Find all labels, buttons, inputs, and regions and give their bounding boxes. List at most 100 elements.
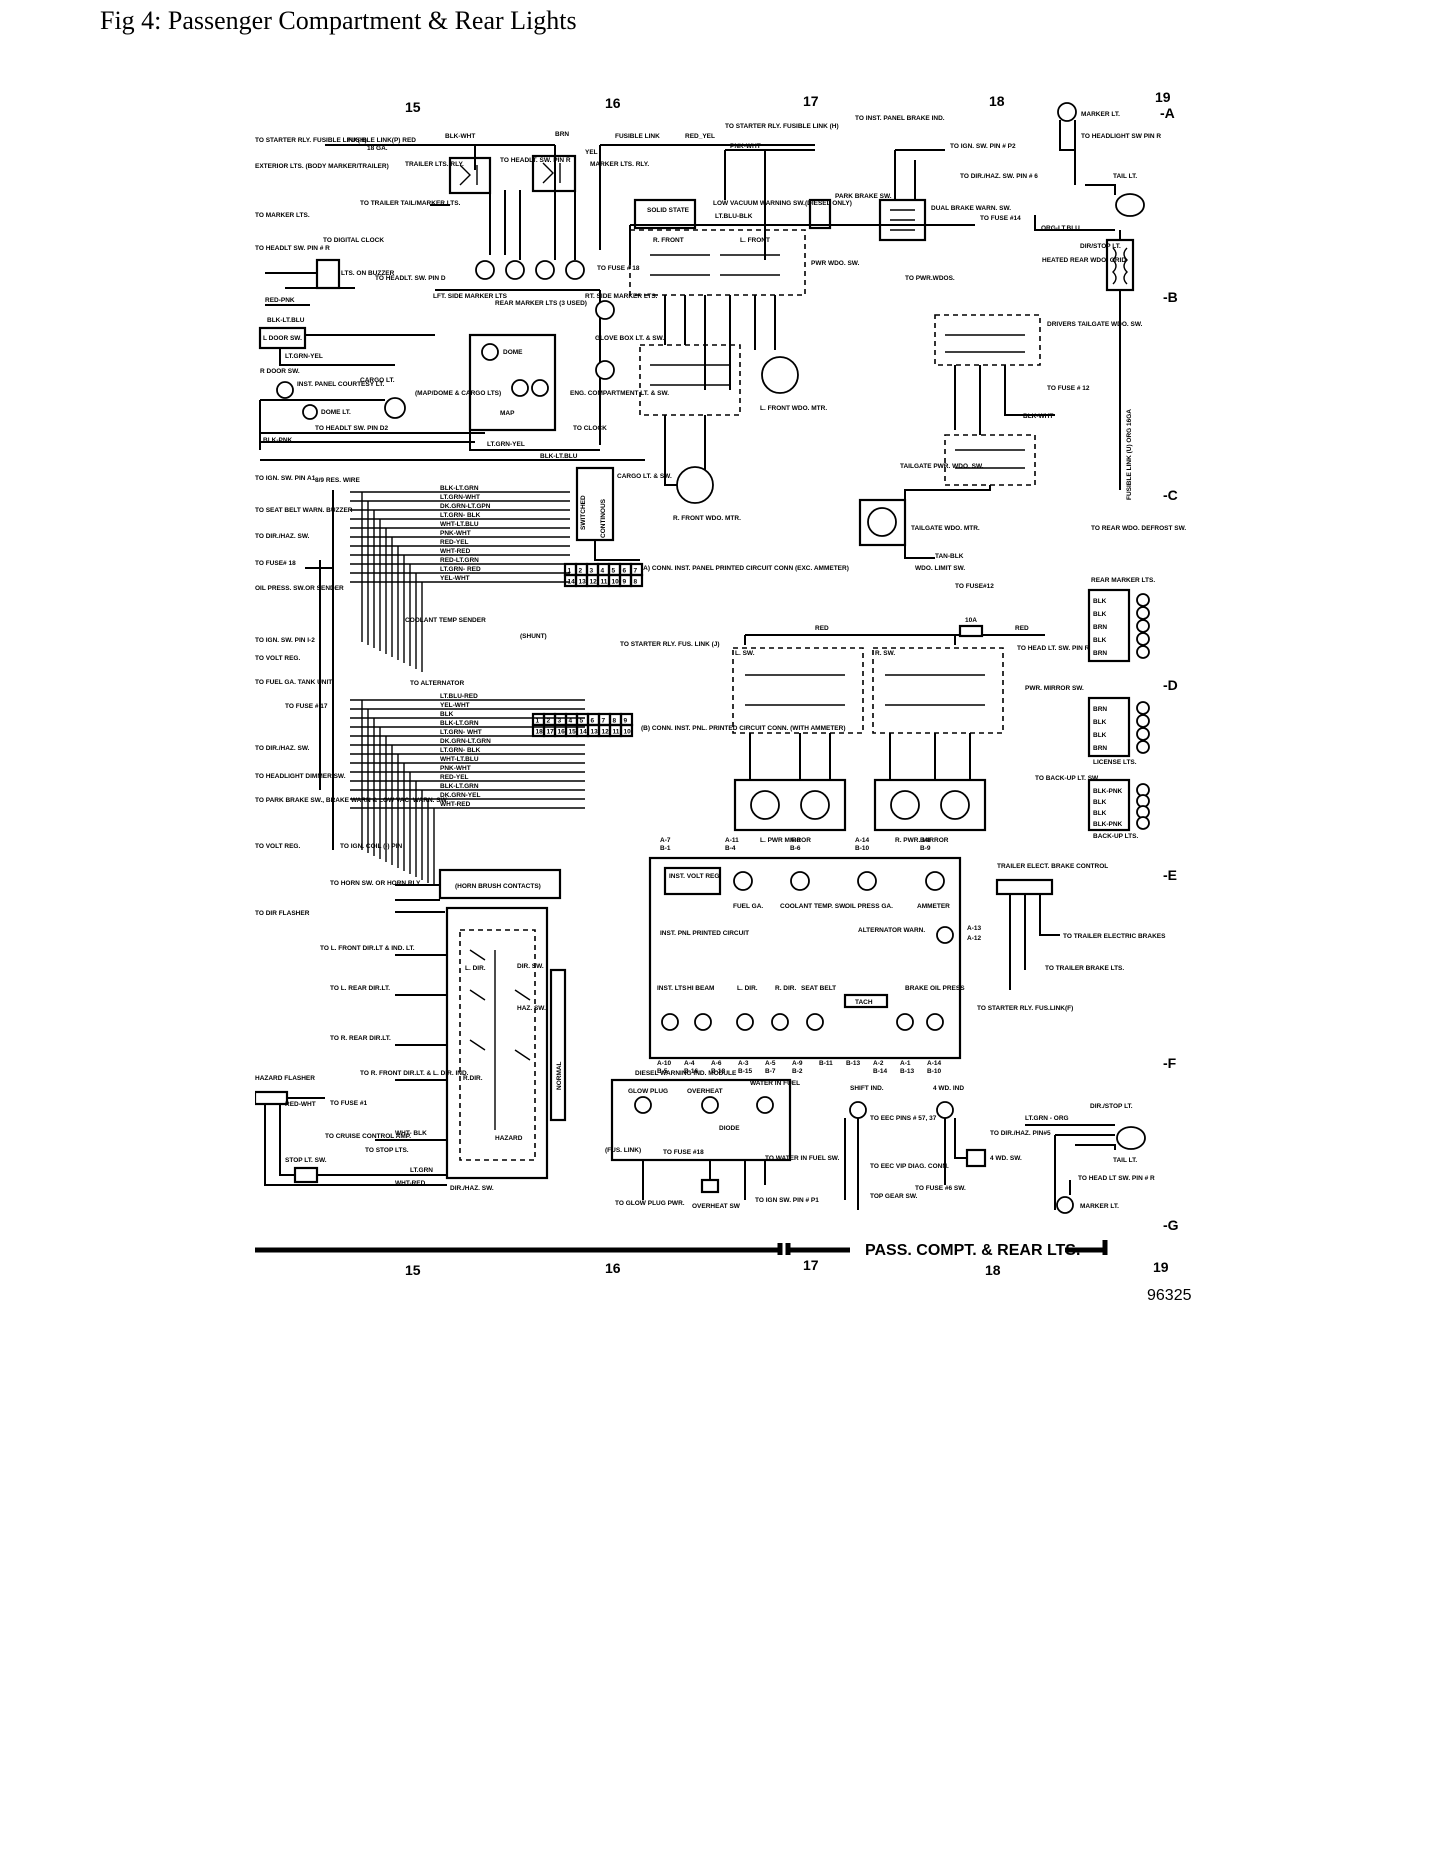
- grid-row-c: -C: [1163, 487, 1178, 503]
- label-to-trailer-elec: TO TRAILER ELECTRIC BRAKES: [1063, 933, 1166, 940]
- gauge-pin-label: B-10: [927, 1068, 941, 1075]
- wire-r-front-mtr: [664, 415, 706, 486]
- label-to-fuse-18c: TO FUSE #18: [663, 1149, 704, 1156]
- gauge-pin-label: B-6: [790, 845, 801, 852]
- label-to-fuse-17: TO FUSE # 17: [285, 703, 328, 710]
- connector-pin-number: 5: [612, 568, 616, 575]
- connector-pin-number: 2: [579, 568, 583, 575]
- label-to-headlt-sw-pin-r: TO HEADLT. SW. PIN R: [500, 157, 571, 164]
- inst-panel-courtesy-lamp: [276, 381, 294, 399]
- inst-volt-reg: [663, 866, 722, 896]
- label-to-headlt-pin-r2: TO HEADLT SW. PIN # R: [255, 245, 330, 252]
- label-to-park-brake: TO PARK BRAKE SW., BRAKE WARN & LOW VAC.…: [255, 797, 448, 804]
- grid-col-17-top: 17: [803, 93, 819, 109]
- gauge-pin-label: A-14: [855, 837, 869, 844]
- 4wd-ind-lamp: [936, 1101, 954, 1119]
- label-to-fuse-18b: TO FUSE# 18: [255, 560, 296, 567]
- glow-plug-lamp: [634, 1096, 652, 1114]
- label-to-cruise-control: TO CRUISE CONTROL AMP.: [325, 1133, 411, 1140]
- connector-pin-number: 3: [558, 718, 562, 725]
- lamp-wire-label: BLK: [1093, 732, 1107, 739]
- label-lt-grn-org: LT.GRN - ORG: [1025, 1115, 1069, 1122]
- wire-mirror-red: [744, 634, 1045, 645]
- footer-title: PASS. COMPT. & REAR LTS.: [865, 1242, 1080, 1259]
- grid-column-numbers: 15 16 17 18 19: [405, 90, 1171, 115]
- lamp-stack-frame: [1087, 696, 1131, 758]
- label-l-dir: L. DIR.: [465, 965, 486, 972]
- connector-pin-number: 4: [569, 718, 573, 725]
- label-blk-pnk: BLK-PNK: [263, 437, 293, 444]
- harness-wire-label: LT.GRN- BLK: [440, 512, 481, 519]
- grid-row-letters: -A -B -C -D -E -F -G: [1160, 105, 1179, 1233]
- label-red-yel: RED_YEL: [685, 133, 715, 140]
- lamp-wire-label: BRN: [1093, 745, 1107, 752]
- label-18ga: 18 GA.: [367, 145, 388, 152]
- label-wht-red: WHT-RED: [395, 1180, 426, 1187]
- label-pnk-wht-top: PNK-WHT: [730, 143, 761, 150]
- label-blk-wht-top: BLK-WHT: [445, 133, 475, 140]
- gauge-pin-label: B-15: [738, 1068, 752, 1075]
- harness-wire-label: WHT-LT.BLU: [440, 521, 479, 528]
- label-4wd-sw: 4 WD. SW.: [990, 1155, 1022, 1162]
- wire-harness-trunk: [305, 490, 334, 850]
- cluster-indicator-bulbs: [661, 1013, 944, 1031]
- label-to-dir-haz-pin5: TO DIR./HAZ. PIN#5: [990, 1130, 1051, 1137]
- label-to-fuse-14: TO FUSE #14: [980, 215, 1021, 222]
- gauge-pin-label: B-13: [900, 1068, 914, 1075]
- label-dome-lt: DOME LT.: [321, 409, 351, 416]
- lamp-wire-label: BRN: [1093, 706, 1107, 713]
- lft-side-marker-lamp: [475, 260, 495, 280]
- label-to-head-lt-pin-r2: TO HEAD LT SW. PIN # R: [1078, 1175, 1155, 1182]
- gauge-bottom-pin-labels: A-10B-5A-4B-16A-6B-18A-3B-15A-5B-7A-9B-2…: [657, 1060, 941, 1075]
- label-l-front: L. FRONT: [740, 237, 770, 244]
- label-to-dir-haz-sw: TO DIR./HAZ. SW.: [255, 533, 310, 540]
- trailer-lts-relay: [448, 156, 492, 195]
- label-wht-blk: WHT- BLK: [395, 1130, 427, 1137]
- heated-grid-section: HEATED REAR WDO. GRID FUSIBLE LINK (U) O…: [1042, 230, 1186, 532]
- label-diode: DIODE: [719, 1125, 740, 1132]
- harness-wire-label: PNK-WHT: [440, 765, 471, 772]
- label-horn-brush: (HORN BRUSH CONTACTS): [455, 883, 541, 890]
- alternator-pin-label: A-13: [967, 925, 981, 932]
- connector-pin-number: 7: [634, 568, 638, 575]
- top-right-lamps: MARKER LT. TO HEADLIGHT SW PIN R TAIL LT…: [1034, 102, 1161, 250]
- label-lt-blu-blk: LT.BLU-BLK: [715, 213, 753, 220]
- rear-lamp-bulb: [1136, 593, 1150, 607]
- hazard-flasher: [255, 1090, 289, 1106]
- lower-right-section: SHIFT IND. TO EEC PINS # 57, 37 TO EEC V…: [844, 1085, 1155, 1214]
- gauge-pin-label: B-5: [657, 1068, 668, 1075]
- gauge-pin-label: A-8: [790, 837, 801, 844]
- connector-pin-number: 11: [601, 579, 608, 586]
- dual-brake-warn-switch: [878, 198, 927, 242]
- wire-4wd: [944, 1118, 967, 1185]
- label-trailer-elect-brake: TRAILER ELECT. BRAKE CONTROL: [997, 863, 1108, 870]
- label-oil-press-ga: OIL PRESS GA.: [845, 903, 893, 910]
- label-l-sw: L. SW.: [735, 650, 755, 657]
- tailgate-wdo-motor: [867, 507, 897, 537]
- label-to-ign-coil: TO IGN. COIL (-) PIN: [340, 843, 403, 850]
- footer-line-right: [1065, 1240, 1108, 1255]
- label-conn-b: (B) CONN. INST. PNL. PRINTED CIRCUIT CON…: [641, 725, 846, 732]
- grid-col-15-bottom: 15: [405, 1262, 421, 1278]
- wire-pwr-wdo-down: [664, 295, 776, 390]
- wire-tailgate-motor: [904, 485, 991, 559]
- grid-col-18-top: 18: [989, 93, 1005, 109]
- harness-wire-label: WHT-RED: [440, 548, 471, 555]
- dome-lamp: [481, 343, 499, 361]
- connector-pin-number: 17: [547, 729, 555, 736]
- l-front-wdo-motor: [761, 356, 799, 394]
- label-org-lt-blu: ORG-LT.BLU: [1041, 225, 1080, 232]
- label-to-seat-belt: TO SEAT BELT WARN. BUZZER: [255, 507, 353, 514]
- cluster-indicator-bulb: [736, 1013, 754, 1031]
- r-pwr-mirror: [873, 778, 987, 832]
- shift-ind-lamp: [849, 1101, 867, 1119]
- harness-wire-label: RED-LT.GRN: [440, 557, 479, 564]
- label-to-ign-sw-p1: TO IGN SW. PIN # P1: [755, 1197, 819, 1204]
- water-in-fuel-lamp: [756, 1096, 774, 1114]
- label-to-r-rear: TO R. REAR DIR.LT.: [330, 1035, 391, 1042]
- connector-pin-number: 12: [602, 729, 610, 736]
- connector-pin-number: 11: [613, 729, 620, 736]
- wire-shift-ind: [844, 1118, 859, 1210]
